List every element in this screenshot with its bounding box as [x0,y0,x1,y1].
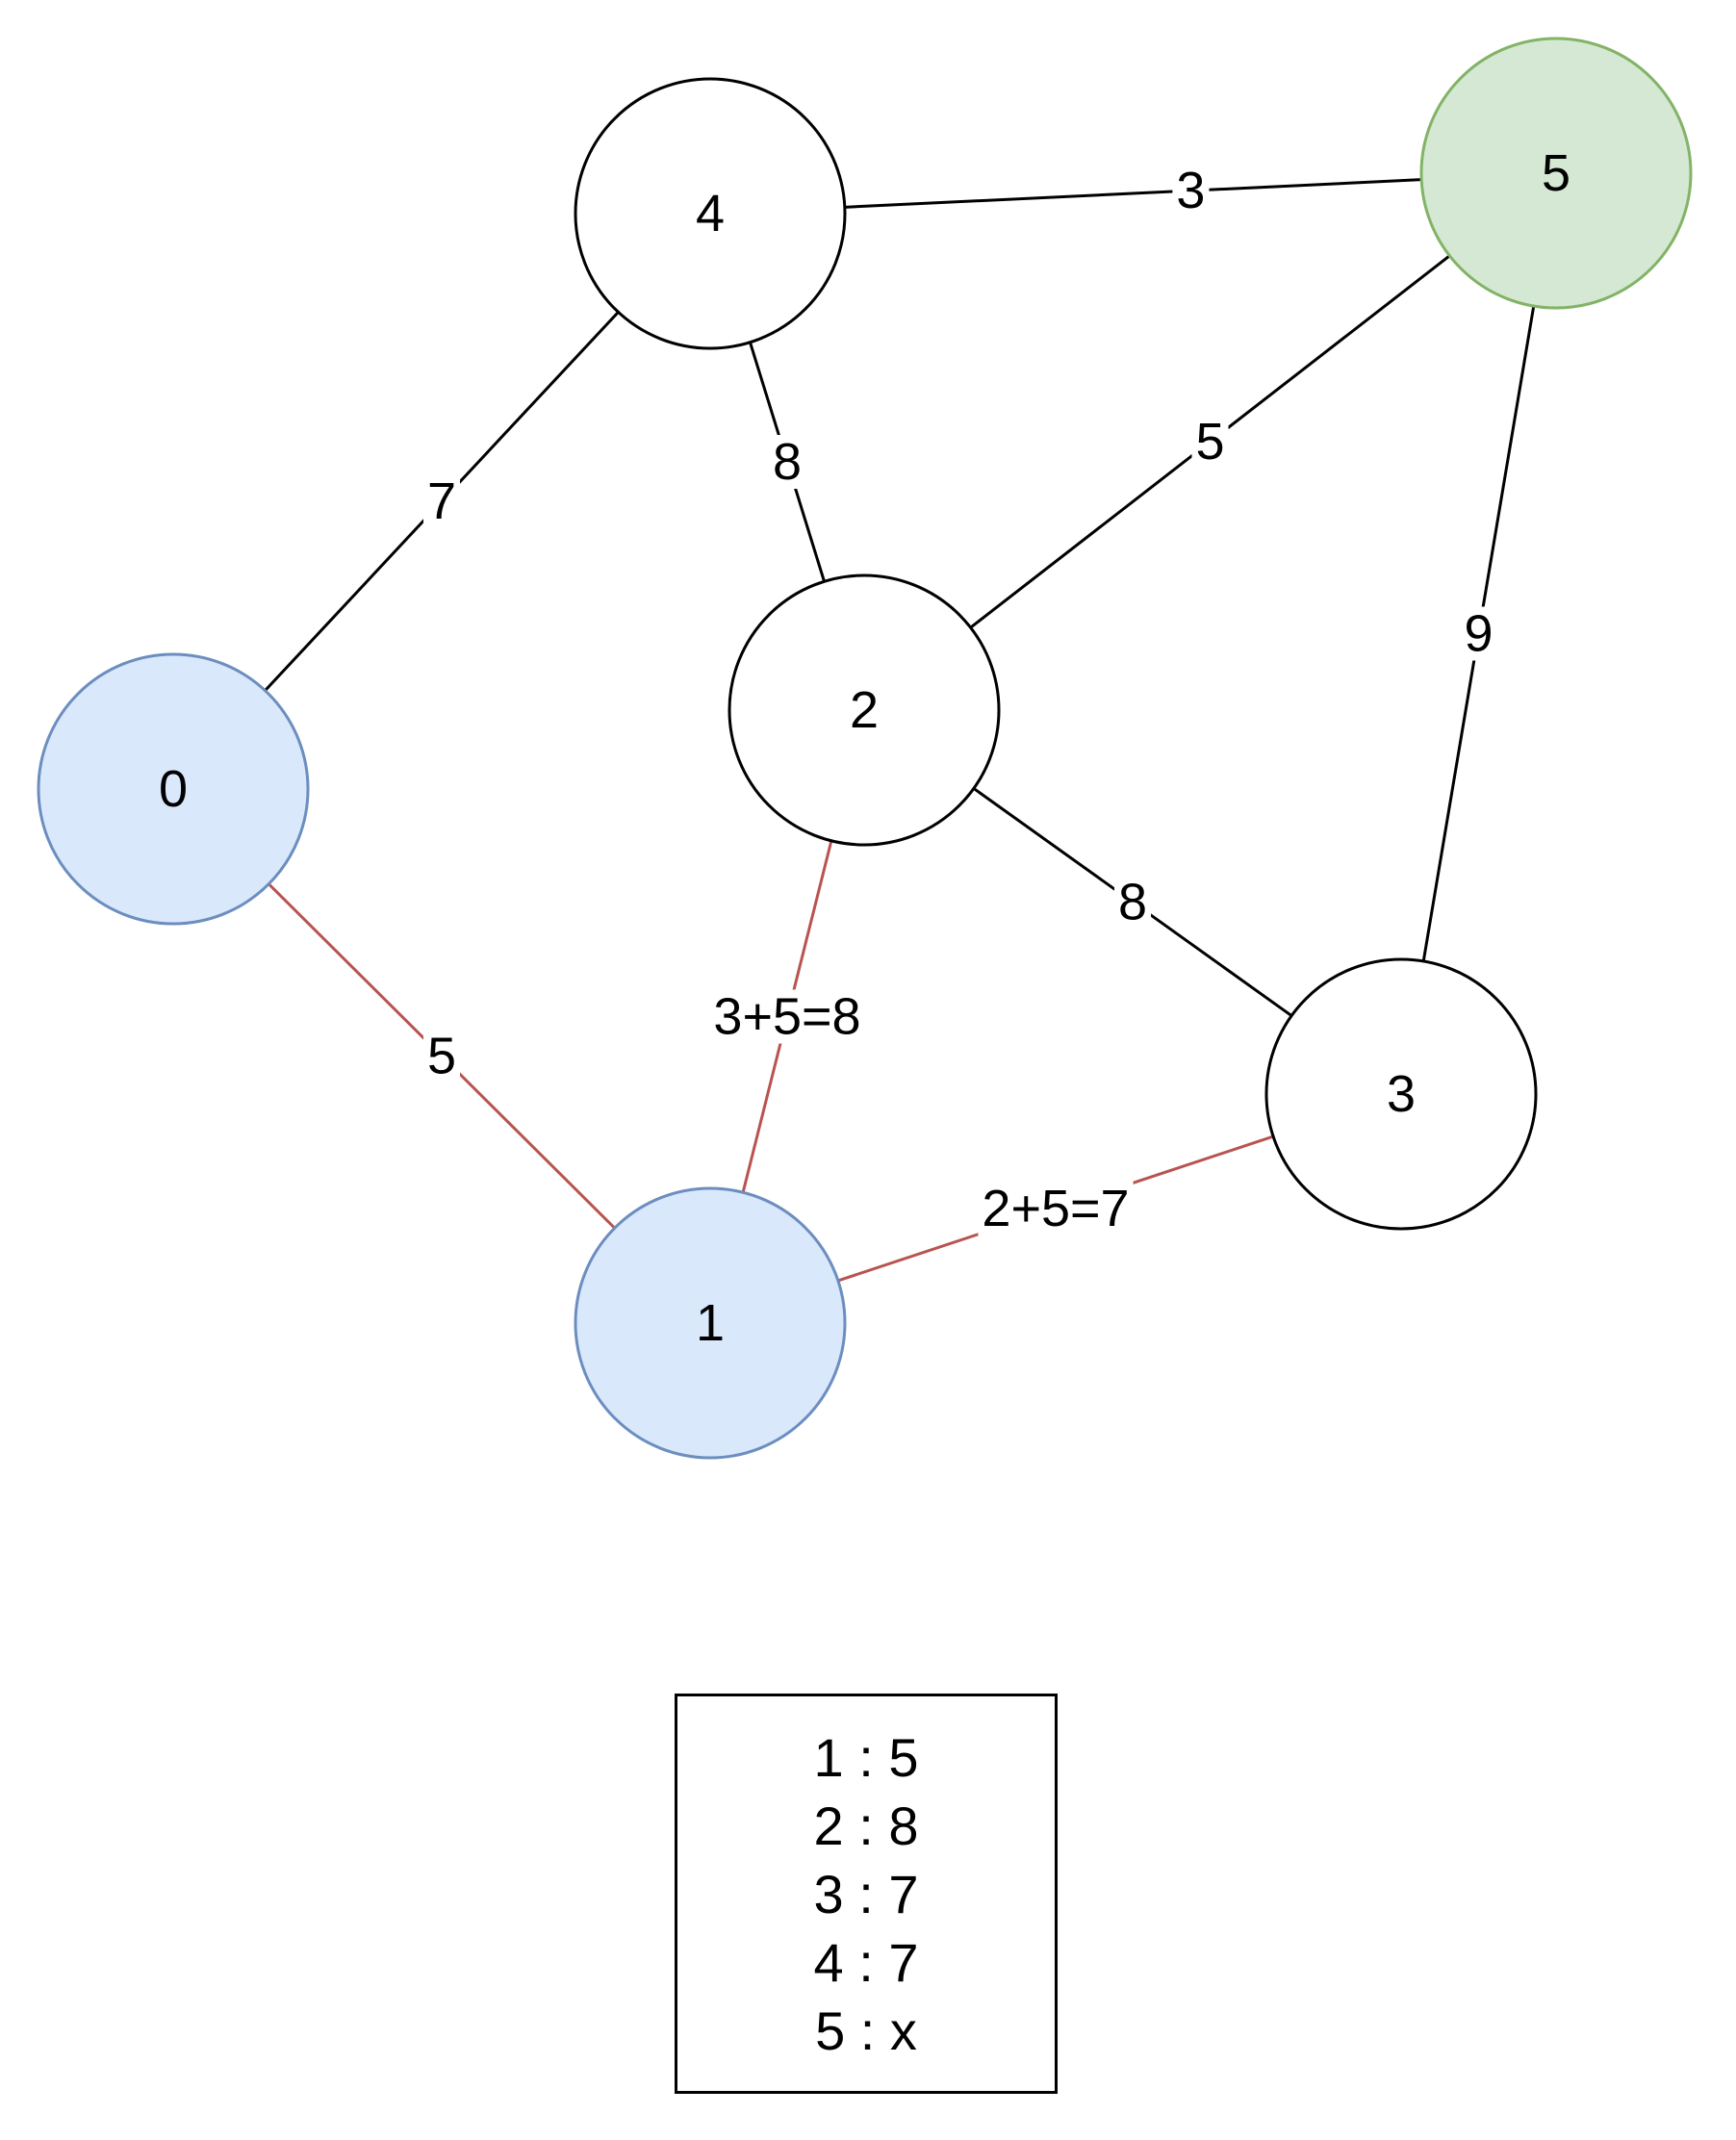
edge-4-2-label-bg [768,435,806,489]
edge-2-5: 5 [969,254,1451,629]
edge-2-3-weight-label: 8 [1118,874,1147,931]
edge-4-5: 3 [844,162,1422,219]
edge-1-3: 2+5=7 [837,1134,1274,1283]
distance-entry-4: 4 : 7 [813,1931,919,1993]
distance-entry-5: 5 : x [815,2000,917,2061]
edge-2-3-label-bg [1113,875,1152,930]
node-1: 1 [574,1186,847,1460]
edge-1-2: 3+5=8 [709,840,865,1193]
edge-0-4: 7 [264,311,620,692]
edge-2-3: 8 [973,787,1292,1017]
node-1-circle [574,1186,847,1460]
node-0-circle [37,652,310,926]
edge-0-1-weight-label: 5 [427,1028,456,1085]
edge-5-3-label-bg [1460,606,1497,661]
node-3-label: 3 [1387,1065,1416,1123]
edges-layer: 3 7 8 5 9 8 5 3+5=8 2+5=7 [264,162,1536,1283]
node-4-label: 4 [696,185,725,242]
node-3: 3 [1264,957,1538,1231]
node-1-label: 1 [696,1294,725,1352]
edge-4-2-weight-label: 8 [773,433,802,491]
node-3-circle [1264,957,1538,1231]
node-5-label: 5 [1542,144,1570,202]
node-2: 2 [728,573,1001,847]
edge-4-5-label-bg [1172,164,1210,218]
edge-1-2-weight-label: 3+5=8 [713,988,860,1046]
node-5: 5 [1419,37,1693,310]
edge-4-5-weight-label: 3 [1176,162,1205,219]
edge-0-1-label-bg [422,1029,461,1083]
distance-entry-2: 2 : 8 [813,1795,919,1856]
node-5-circle [1419,37,1693,310]
edge-2-5-weight-label: 5 [1195,413,1224,471]
distance-entry-3: 3 : 7 [813,1863,919,1924]
node-2-label: 2 [850,681,879,739]
edge-0-1: 5 [268,882,616,1230]
edge-0-4-label-bg [422,474,461,528]
edge-0-4-weight-label: 7 [427,472,456,530]
edge-2-5-label-bg [1191,415,1229,469]
edge-1-2-label-bg [709,989,865,1044]
node-4: 4 [574,77,847,350]
edge-4-2: 8 [749,342,826,582]
edge-5-3: 9 [1421,305,1536,962]
edge-1-3-weight-label: 2+5=7 [982,1180,1129,1237]
node-2-circle [728,573,1001,847]
node-0: 0 [37,652,310,926]
edge-1-3-label-bg [978,1182,1134,1236]
edge-5-3-weight-label: 9 [1464,605,1493,663]
node-0-label: 0 [159,760,188,818]
nodes-layer: 0 1 2 3 4 5 [37,37,1693,1460]
edge-4-5-line [844,178,1422,209]
distance-table: 1 : 5 2 : 8 3 : 7 4 : 7 5 : x [675,1694,1058,2094]
node-4-circle [574,77,847,350]
distance-entry-1: 1 : 5 [813,1726,919,1788]
